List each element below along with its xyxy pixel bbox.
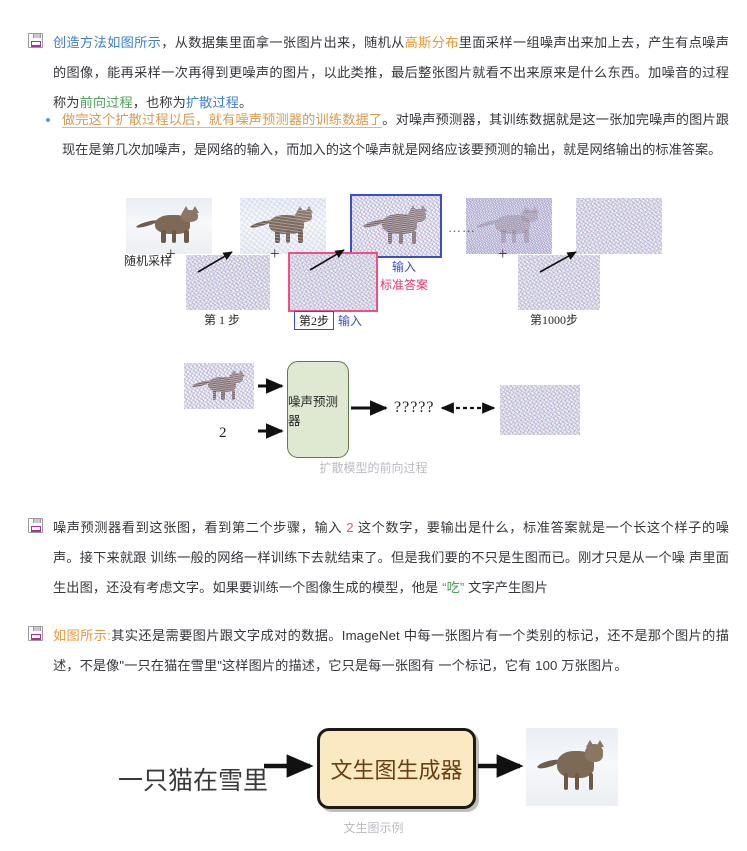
segment: 扩散过程	[185, 95, 240, 110]
paragraph-imagenet: 如图所示:其实还是需要图片跟文字成对的数据。ImageNet 中每一张图片有一个…	[53, 621, 729, 681]
noise-predictor-label: 噪声预测器	[288, 394, 339, 428]
input-label-bottom: 输入	[338, 314, 363, 328]
highlighted-phrase: 做完这个扩散过程以后，就有噪声预测器的训练数据了	[62, 112, 383, 128]
bullet-text: 做完这个扩散过程以后，就有噪声预测器的训练数据了。对噪声预测器，其训练数据就是这…	[62, 105, 729, 165]
ground-truth-highlight-box	[288, 252, 378, 312]
ellipsis-label: ……	[448, 220, 476, 235]
plus-sign-1: +	[166, 244, 176, 263]
input-highlight-box	[350, 194, 442, 258]
predicted-noise-image	[500, 385, 580, 435]
text-to-image-figure: 一只猫在雪里 文生图生成器 文生图示例	[0, 715, 747, 840]
timestep-input-number: 2	[219, 425, 227, 441]
paragraph-noise-predictor: 噪声预测器看到这张图，看到第二个步骤，输入 2 这个数字，要输出是什么，标准答案…	[53, 513, 729, 603]
floppy-disk-icon	[28, 518, 43, 533]
figure3-caption: 文生图示例	[343, 821, 404, 835]
segment: 如图所示:	[53, 628, 112, 643]
forward-diffusion-steps-figure: …… + + + 随机采样 第 1 步 第1000步 输入 标准答案 第2步 输…	[0, 190, 747, 335]
ground-truth-label: 标准答案	[380, 278, 429, 292]
note-block-imagenet: 如图所示:其实还是需要图片跟文字成对的数据。ImageNet 中每一张图片有一个…	[0, 621, 747, 681]
list-item: 做完这个扩散过程以后，就有噪声预测器的训练数据了。对噪声预测器，其训练数据就是这…	[46, 105, 729, 165]
heavily-noised-cat-image	[466, 198, 552, 254]
clean-cat-image	[126, 198, 212, 254]
generator-label: 文生图生成器	[330, 757, 463, 783]
lightly-noised-cat-image	[240, 198, 326, 254]
segment: 。	[239, 95, 253, 110]
prompt-text-label: 一只猫在雪里	[118, 768, 269, 795]
unknown-output-label: ?????	[394, 399, 435, 416]
bullet-dot-icon	[46, 118, 50, 122]
noised-cat-image-step2	[352, 196, 440, 256]
noise-sample-step2	[290, 254, 376, 310]
floppy-disk-icon	[28, 626, 43, 641]
segment: 前向过程	[79, 95, 133, 110]
segment: 这个数字，要输出是什么，标准答案就是一个长这个样子的噪声。接下来就跟 训练一般的…	[53, 520, 729, 595]
generated-cat-in-snow-image	[526, 728, 618, 806]
segment: “吃”	[442, 580, 465, 595]
noise-predictor-figure: 2 噪声预测器 ????? 扩散模型的前向过程	[0, 355, 747, 480]
segment: 噪声预测器看到这张图，看到第二个步骤，输入	[53, 520, 347, 535]
segment: 创造方法如图所示	[53, 35, 162, 50]
noised-cat-input-image	[184, 363, 254, 409]
segment: 。对噪声预测器，其训练数据就是这一张加完噪声的图片跟现在是第几次加噪声，是网络的…	[62, 112, 729, 157]
plus-sign-3: +	[498, 244, 508, 263]
plus-sign-2: +	[270, 244, 280, 263]
segment: 里面采样一组噪声出来加上去，产生有点噪声的图像，能再采样一次再得到更噪声的图片，…	[53, 35, 729, 110]
segment: 高斯分布	[404, 35, 459, 50]
noise-sample-step1000	[518, 255, 600, 310]
bullet-list: 做完这个扩散过程以后，就有噪声预测器的训练数据了。对噪声预测器，其训练数据就是这…	[0, 105, 747, 165]
segment: 其实还是需要图片跟文字成对的数据。ImageNet 中每一张图片有一个类别的标记…	[53, 628, 729, 673]
paragraph-creation-method: 创造方法如图所示，从数据集里面拿一张图片出来，随机从高斯分布里面采样一组噪声出来…	[53, 28, 729, 118]
note-block-noise-predictor: 噪声预测器看到这张图，看到第二个步骤，输入 2 这个数字，要输出是什么，标准答案…	[0, 513, 747, 603]
text-to-image-generator-box: 文生图生成器	[317, 728, 476, 809]
segment: ，也称为	[132, 95, 186, 110]
segment: 文字产生图片	[464, 580, 548, 595]
step2-tag: 第2步	[294, 311, 335, 330]
segment: ，从数据集里面拿一张图片出来，随机从	[161, 35, 405, 50]
note-block-creation-method: 创造方法如图所示，从数据集里面拿一张图片出来，随机从高斯分布里面采样一组噪声出来…	[0, 28, 747, 118]
step1000-label: 第1000步	[530, 313, 579, 327]
random-sample-label: 随机采样	[124, 254, 173, 268]
input-label-top: 输入	[392, 260, 417, 274]
noise-sample-step1	[186, 255, 270, 310]
figure2-caption: 扩散模型的前向过程	[319, 461, 428, 475]
segment: 2	[346, 520, 354, 535]
noise-predictor-box: 噪声预测器	[287, 361, 349, 458]
step1-label: 第 1 步	[204, 313, 241, 327]
pure-noise-image	[576, 198, 662, 254]
floppy-disk-icon	[28, 33, 43, 48]
